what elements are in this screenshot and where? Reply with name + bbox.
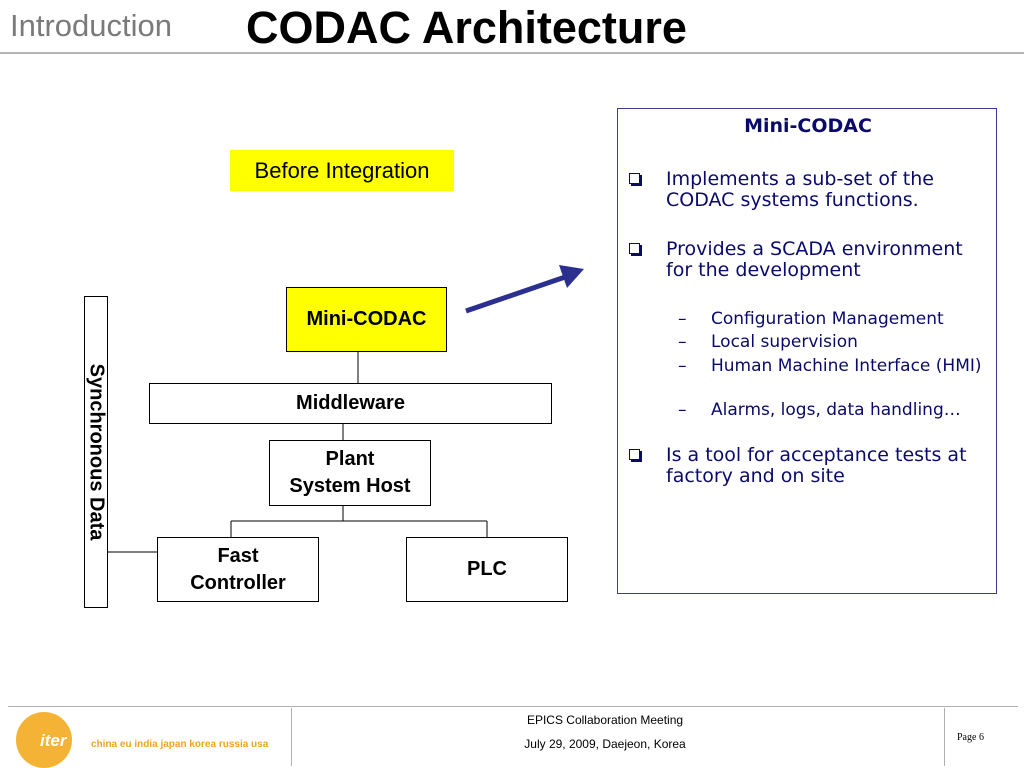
mini-codac-label: Mini-CODAC	[306, 308, 427, 330]
synchronous-data-bar	[84, 296, 108, 608]
sub-bullet-text: Alarms, logs, data handling…	[711, 400, 961, 420]
before-integration-label: Before Integration	[230, 150, 454, 191]
sub-bullet-text: Configuration Management	[711, 309, 944, 329]
bullet-item: Implements a sub-set of the CODAC system…	[629, 168, 986, 211]
sub-bullet-item: – Human Machine Interface (HMI)	[678, 356, 991, 376]
dash-bullet-icon: –	[678, 332, 687, 352]
partner-countries: china eu india japan korea russia usa	[91, 739, 269, 750]
dash-bullet-icon: –	[678, 356, 687, 376]
plant-system-host-label-line2: System Host	[289, 475, 411, 497]
sub-bullet-item: – Configuration Management	[678, 309, 991, 329]
footer-event: EPICS Collaboration Meeting	[526, 713, 684, 727]
sub-bullet-item: – Local supervision	[678, 332, 991, 352]
plc-label: PLC	[467, 558, 507, 580]
checkbox-bullet-icon	[629, 243, 640, 254]
panel-title: Mini-CODAC	[744, 115, 872, 137]
mini-codac-box: Mini-CODAC	[286, 287, 447, 352]
iter-logo-text: iter	[40, 731, 67, 750]
arrow-shaft	[465, 273, 569, 314]
footer-date: July 29, 2009, Daejeon, Korea	[524, 737, 686, 751]
footer-separator-right	[944, 708, 945, 766]
middleware-box: Middleware	[149, 383, 552, 424]
plc-box: PLC	[406, 537, 568, 602]
footer-divider	[8, 706, 1018, 707]
plant-system-host-label-line1: Plant	[325, 448, 375, 470]
bullet-text: Provides a SCADA environment for the dev…	[666, 238, 963, 281]
fast-controller-box: Fast Controller	[157, 537, 319, 602]
middleware-label: Middleware	[296, 392, 405, 414]
bullet-item: Is a tool for acceptance tests at factor…	[629, 444, 986, 487]
slide-title: CODAC Architecture	[246, 2, 687, 53]
section-label: Introduction	[10, 8, 172, 43]
bullet-text: Implements a sub-set of the CODAC system…	[666, 168, 934, 211]
plant-system-host-box: Plant System Host	[269, 440, 431, 506]
checkbox-bullet-icon	[629, 449, 640, 460]
sub-bullet-item: – Alarms, logs, data handling…	[678, 400, 991, 420]
checkbox-bullet-icon	[629, 173, 640, 184]
synchronous-data-label: Synchronous Data	[85, 363, 108, 541]
fast-controller-label-line2: Controller	[190, 571, 286, 594]
iter-logo	[16, 712, 72, 768]
sub-bullet-text: Human Machine Interface (HMI)	[711, 356, 982, 376]
fast-controller-label-line1: Fast	[217, 544, 259, 567]
title-divider	[0, 52, 1024, 54]
dash-bullet-icon: –	[678, 400, 687, 420]
footer-separator-left	[291, 708, 292, 766]
sub-bullet-text: Local supervision	[711, 332, 858, 352]
bullet-item: Provides a SCADA environment for the dev…	[629, 238, 986, 281]
arrow-head	[559, 265, 584, 288]
mini-codac-info-panel: Mini-CODAC Implements a sub-set of the C…	[617, 108, 997, 594]
page-number: Page 6	[957, 732, 984, 743]
dash-bullet-icon: –	[678, 309, 687, 329]
bullet-text: Is a tool for acceptance tests at factor…	[666, 444, 967, 487]
